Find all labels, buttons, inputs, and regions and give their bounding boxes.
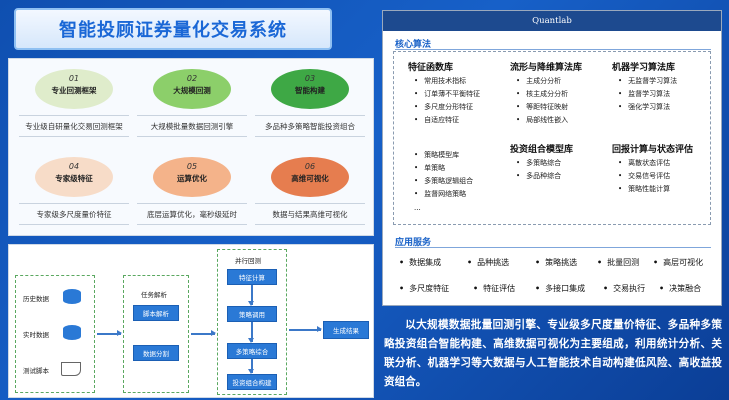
parallel-step: 多策略综合 <box>227 343 277 359</box>
feature-desc: 数据与结果高维可视化 <box>255 203 365 225</box>
category-title: 投资组合模型库 <box>510 145 574 155</box>
service-item[interactable]: 多接口集成 <box>535 283 585 294</box>
list-item: 多策略逻辑组合 <box>414 176 473 186</box>
list-item: 无监督学习算法 <box>618 76 677 86</box>
list-item: 监督网络策略 <box>414 189 466 199</box>
feature-desc: 底层运算优化，毫秒级延时 <box>137 203 247 225</box>
divider <box>395 49 711 50</box>
list-item: 多尺度分形特征 <box>414 102 473 112</box>
service-item[interactable]: 多尺度特征 <box>399 283 449 294</box>
feature-card: 01 专业回测框架 专业级自研量化交易回测框架 <box>19 65 129 145</box>
feature-badge: 05 运算优化 <box>153 157 231 197</box>
list-item: 订单薄不平衡特征 <box>414 89 480 99</box>
service-item[interactable]: 策略挑选 <box>535 257 577 268</box>
flow-arrow <box>248 285 254 306</box>
input-label: 实时数据 <box>23 331 49 339</box>
service-item[interactable]: 数据集成 <box>399 257 441 268</box>
input-label: 测试脚本 <box>23 367 49 375</box>
list-item: 交易信号评估 <box>618 171 670 181</box>
list-item: 策略性能计算 <box>618 184 670 194</box>
task-group <box>123 275 189 393</box>
database-icon <box>63 289 81 304</box>
summary-text: 以大规模数据批量回测引擎、专业级多尺度量价特征、多品种多策略投资组合智能构建、高… <box>384 319 722 388</box>
task-step: 数据分割 <box>133 345 179 361</box>
feature-card: 03 智能构建 多品种多策略智能投资组合 <box>255 65 365 145</box>
category-title: 特征函数库 <box>408 63 454 73</box>
flow-diagram: 历史数据 实时数据 测试脚本 任务解析 脚本解析 数据分割 并行回测 特征计算 … <box>8 244 374 398</box>
feature-desc: 多品种多策略智能投资组合 <box>255 115 365 137</box>
flow-arrow <box>191 330 216 336</box>
category-title: 流形与降维算法库 <box>510 63 583 73</box>
parallel-step: 策略调用 <box>227 306 277 322</box>
service-item[interactable]: 决策融合 <box>659 283 701 294</box>
divider <box>395 247 711 248</box>
feature-badge: 06 高维可视化 <box>271 157 349 197</box>
list-item: 监督学习算法 <box>618 89 670 99</box>
list-item: 等距特征映射 <box>516 102 568 112</box>
input-group <box>15 275 95 393</box>
service-title: 应用服务 <box>395 238 432 248</box>
list-item: ... <box>414 204 421 212</box>
feature-desc: 专家级多尺度量价特征 <box>19 203 129 225</box>
page-title: 智能投顾证券量化交易系统 <box>59 20 287 41</box>
flow-arrow <box>289 326 322 332</box>
parallel-step: 特征计算 <box>227 269 277 285</box>
feature-card: 02 大规模回测 大规模批量数据回测引擎 <box>137 65 247 145</box>
list-item: 主成分分析 <box>516 76 561 86</box>
list-item: 多品种综合 <box>516 171 561 181</box>
feature-badge: 01 专业回测框架 <box>35 69 113 109</box>
window-title: Quantlab <box>383 11 721 31</box>
list-item: 自适应特征 <box>414 115 459 125</box>
parallel-step: 投资组合构建 <box>227 374 277 390</box>
title-banner: 智能投顾证券量化交易系统 <box>14 8 332 50</box>
feature-card: 06 高维可视化 数据与结果高维可视化 <box>255 153 365 233</box>
flow-arrow <box>248 322 254 343</box>
list-item: 策略模型库 <box>414 150 459 160</box>
features-panel: 01 专业回测框架 专业级自研量化交易回测框架 02 大规模回测 大规模批量数据… <box>8 58 374 236</box>
feature-badge: 02 大规模回测 <box>153 69 231 109</box>
list-item: 多策略综合 <box>516 158 561 168</box>
service-item[interactable]: 批量回测 <box>597 257 639 268</box>
core-algo-title: 核心算法 <box>395 40 432 50</box>
service-item[interactable]: 品种挑选 <box>467 257 509 268</box>
flow-arrow <box>248 359 254 374</box>
input-label: 历史数据 <box>23 295 49 303</box>
output-box: 生成结果 <box>323 321 369 339</box>
list-item: 强化学习算法 <box>618 102 670 112</box>
core-algo-box: 特征函数库 常用技术指标 订单薄不平衡特征 多尺度分形特征 自适应特征 流形与降… <box>393 51 711 225</box>
list-item: 局部线性嵌入 <box>516 115 568 125</box>
database-icon <box>63 325 81 340</box>
task-title: 任务解析 <box>141 291 167 299</box>
feature-card: 05 运算优化 底层运算优化，毫秒级延时 <box>137 153 247 233</box>
category-title: 机器学习算法库 <box>612 63 676 73</box>
feature-desc: 专业级自研量化交易回测框架 <box>19 115 129 137</box>
list-item: 单策略 <box>414 163 445 173</box>
category-title: 回报计算与状态评估 <box>612 145 694 155</box>
flow-arrow <box>97 330 122 336</box>
service-item[interactable]: 高层可视化 <box>653 257 703 268</box>
document-icon <box>61 362 81 376</box>
feature-badge: 04 专家级特征 <box>35 157 113 197</box>
quantlab-window: Quantlab 核心算法 特征函数库 常用技术指标 订单薄不平衡特征 多尺度分… <box>382 10 722 306</box>
parallel-group <box>217 249 287 395</box>
feature-card: 04 专家级特征 专家级多尺度量价特征 <box>19 153 129 233</box>
list-item: 核主成分分析 <box>516 89 568 99</box>
feature-desc: 大规模批量数据回测引擎 <box>137 115 247 137</box>
list-item: 常用技术指标 <box>414 76 466 86</box>
parallel-title: 并行回测 <box>235 257 261 265</box>
service-item[interactable]: 交易执行 <box>603 283 645 294</box>
list-item: 离散状态评估 <box>618 158 670 168</box>
feature-badge: 03 智能构建 <box>271 69 349 109</box>
service-item[interactable]: 特征评估 <box>473 283 515 294</box>
task-step: 脚本解析 <box>133 305 179 321</box>
